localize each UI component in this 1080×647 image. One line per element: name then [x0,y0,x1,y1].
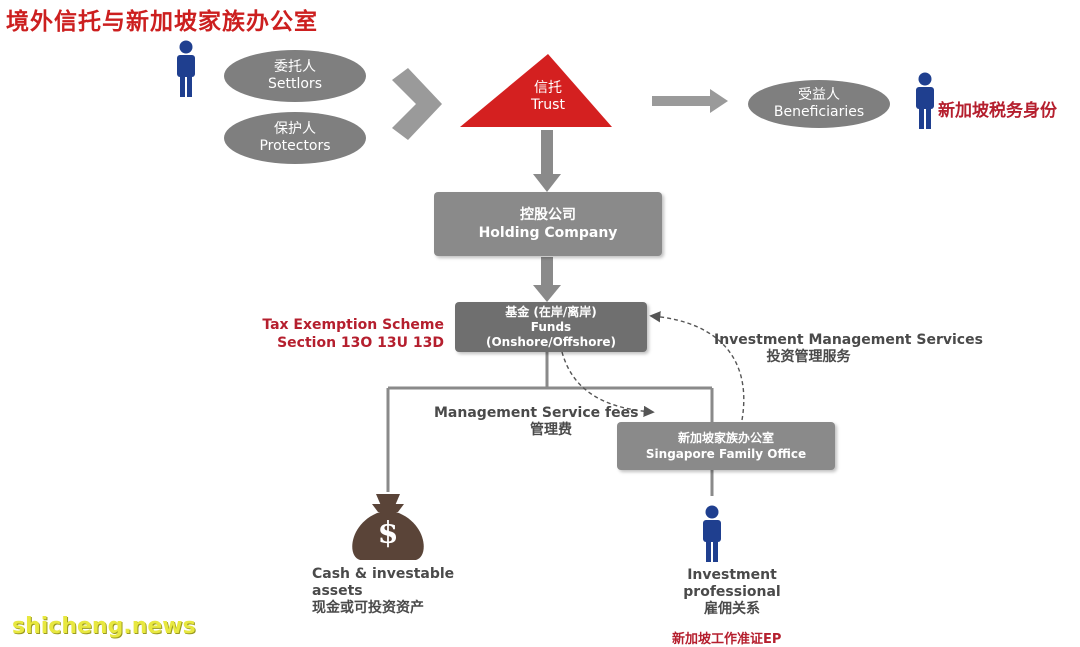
professional-label: Investment professional 雇佣关系 [672,567,792,618]
cash-assets-line1: Cash & investable [312,566,455,582]
investment-mgmt-en: Investment Management Services [714,332,983,348]
trust-zh: 信托 [534,80,562,96]
arrow-trust-holding-head [533,174,561,192]
beneficiary-person-icon [916,72,934,129]
funds-en1: Funds [530,319,572,334]
funds-zh: 基金 (在岸/离岸) [505,304,597,319]
mgmt-fees-dashed-arrow [561,351,655,417]
tax-exemption-line1: Tax Exemption Scheme [262,317,444,333]
arrow-to-beneficiaries-shaft [652,96,712,106]
mgmt-fees-label: Management Service fees 管理费 [434,405,638,439]
page-title: 境外信托与新加坡家族办公室 [6,9,318,35]
settlors-en: Settlors [268,76,322,92]
beneficiaries-en: Beneficiaries [773,104,865,120]
professional-zh: 雇佣关系 [704,601,760,617]
professional-person-icon [703,505,721,562]
funds-distribution-lines [386,352,714,496]
family-office-zh: 新加坡家族办公室 [677,431,774,445]
settlors-zh: 委托人 [274,59,316,75]
arrow-to-beneficiaries-head [710,89,728,113]
watermark: shicheng.news [12,614,196,639]
arrow-holding-funds-shaft [541,257,553,287]
investment-mgmt-label: Investment Management Services 投资管理服务 [714,332,983,366]
family-office-en: Singapore Family Office [645,447,807,461]
holding-company-box: 控股公司 Holding Company [434,192,662,256]
sg-tax-status: 新加坡税务身份 [938,101,1057,121]
beneficiaries-ellipse: 受益人 Beneficiaries [748,80,890,128]
settlors-ellipse: 委托人 Settlors [224,50,366,102]
ep-label: 新加坡工作准证EP [672,632,782,647]
family-office-box: 新加坡家族办公室 Singapore Family Office [617,422,835,470]
tax-exemption-label: Tax Exemption Scheme Section 13O 13U 13D [248,316,444,352]
cash-assets-label: Cash & investable assets 现金或可投资资产 [312,566,454,617]
protectors-en: Protectors [259,138,331,154]
investment-mgmt-dashed-arrow [649,311,745,421]
cash-assets-line2: assets [312,583,363,599]
trust-triangle [460,54,612,127]
beneficiaries-zh: 受益人 [798,87,840,103]
protectors-zh: 保护人 [274,121,316,137]
professional-line1: Investment [687,567,777,583]
arrow-trust-holding-shaft [541,130,553,176]
funds-en2: (Onshore/Offshore) [486,334,616,349]
investment-mgmt-zh: 投资管理服务 [766,349,851,365]
chevron-arrow [392,68,442,140]
professional-line2: professional [683,584,781,600]
money-bag-icon [352,494,424,560]
tax-exemption-line2: Section 13O 13U 13D [277,335,444,351]
holding-company-en: Holding Company [478,225,618,241]
dollar-sign-icon: $ [377,516,399,551]
holding-company-zh: 控股公司 [520,207,576,223]
mgmt-fees-en: Management Service fees [434,405,639,421]
trust-en: Trust [531,97,565,113]
funds-box: 基金 (在岸/离岸) Funds (Onshore/Offshore) [455,302,647,352]
trust-label: 信托 Trust [498,80,598,114]
mgmt-fees-zh: 管理费 [530,422,572,438]
arrow-holding-funds-head [533,285,561,302]
settlor-person-icon [177,40,195,97]
protectors-ellipse: 保护人 Protectors [224,112,366,164]
cash-assets-zh: 现金或可投资资产 [312,600,424,616]
